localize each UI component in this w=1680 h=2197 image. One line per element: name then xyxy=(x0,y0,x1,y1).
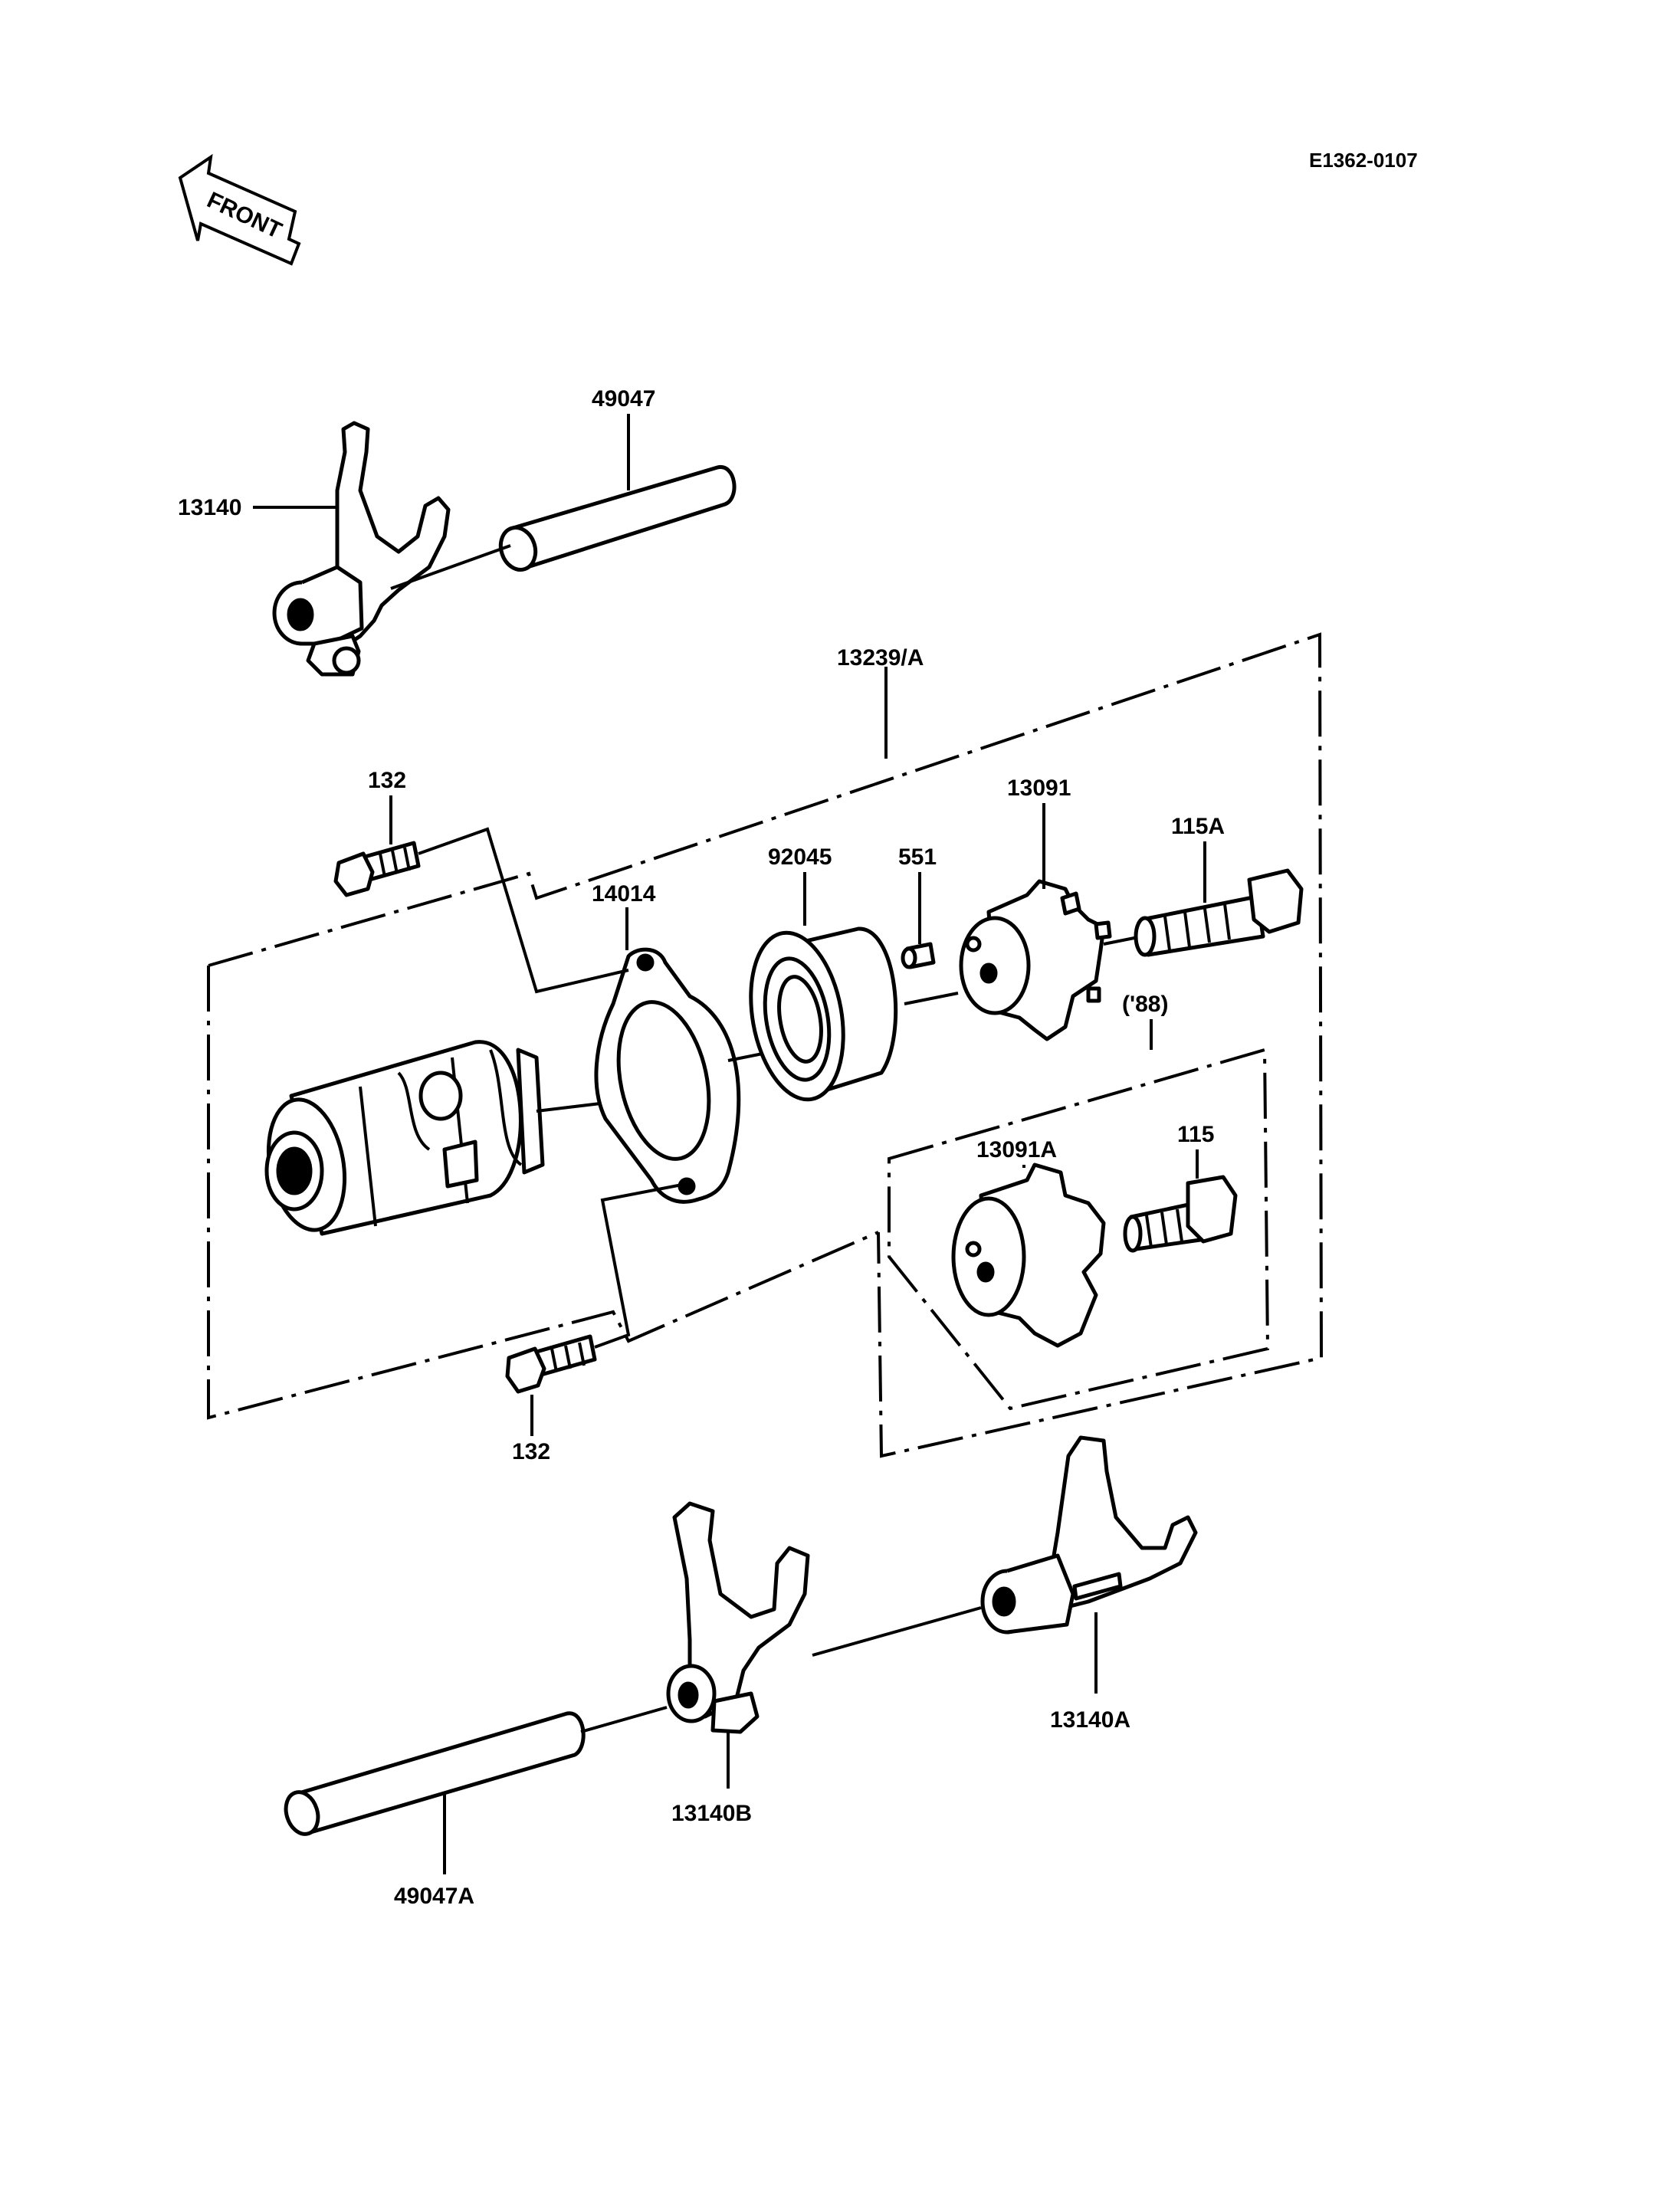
callout-13239: 13239/A xyxy=(837,645,924,671)
assembly-outline xyxy=(208,632,1324,1458)
callout-92045: 92045 xyxy=(768,844,832,870)
shift-cam xyxy=(959,879,1112,1041)
callout-13091a: 13091A xyxy=(976,1137,1057,1162)
callout-115a: 115A xyxy=(1171,814,1225,839)
bolt-132-lower xyxy=(505,1334,597,1394)
bolt-115a xyxy=(1134,868,1304,957)
front-arrow-icon: FRONT xyxy=(178,153,301,266)
callout-13091: 13091 xyxy=(1007,776,1071,801)
callout-551: 551 xyxy=(898,844,937,870)
shift-rod-bottom xyxy=(284,1711,586,1836)
gasket xyxy=(594,947,741,1204)
shift-rod-top xyxy=(498,465,737,572)
callout-115: 115 xyxy=(1177,1122,1214,1147)
callout-13140b: 13140B xyxy=(671,1801,752,1826)
shift-drum xyxy=(264,1040,545,1236)
callout-14014: 14014 xyxy=(592,881,656,907)
bearing xyxy=(749,926,898,1102)
bolt-115 xyxy=(1123,1175,1238,1253)
shift-fork-b xyxy=(666,1501,810,1734)
shift-cam-variant xyxy=(951,1162,1106,1348)
diagram-code: E1362-0107 xyxy=(1309,149,1418,172)
front-label: FRONT xyxy=(203,187,286,244)
callout-132-upper: 132 xyxy=(368,768,406,793)
callout-132-lower: 132 xyxy=(512,1439,550,1464)
pin xyxy=(901,942,936,969)
callout-49047a: 49047A xyxy=(394,1884,474,1909)
callout-49047: 49047 xyxy=(592,386,655,412)
shift-fork-top xyxy=(272,421,451,677)
callout-88: ('88) xyxy=(1122,992,1168,1017)
callout-13140a: 13140A xyxy=(1050,1707,1130,1733)
shift-fork-a xyxy=(980,1435,1198,1635)
callout-13140: 13140 xyxy=(178,495,241,520)
bolt-132-upper xyxy=(333,841,421,897)
